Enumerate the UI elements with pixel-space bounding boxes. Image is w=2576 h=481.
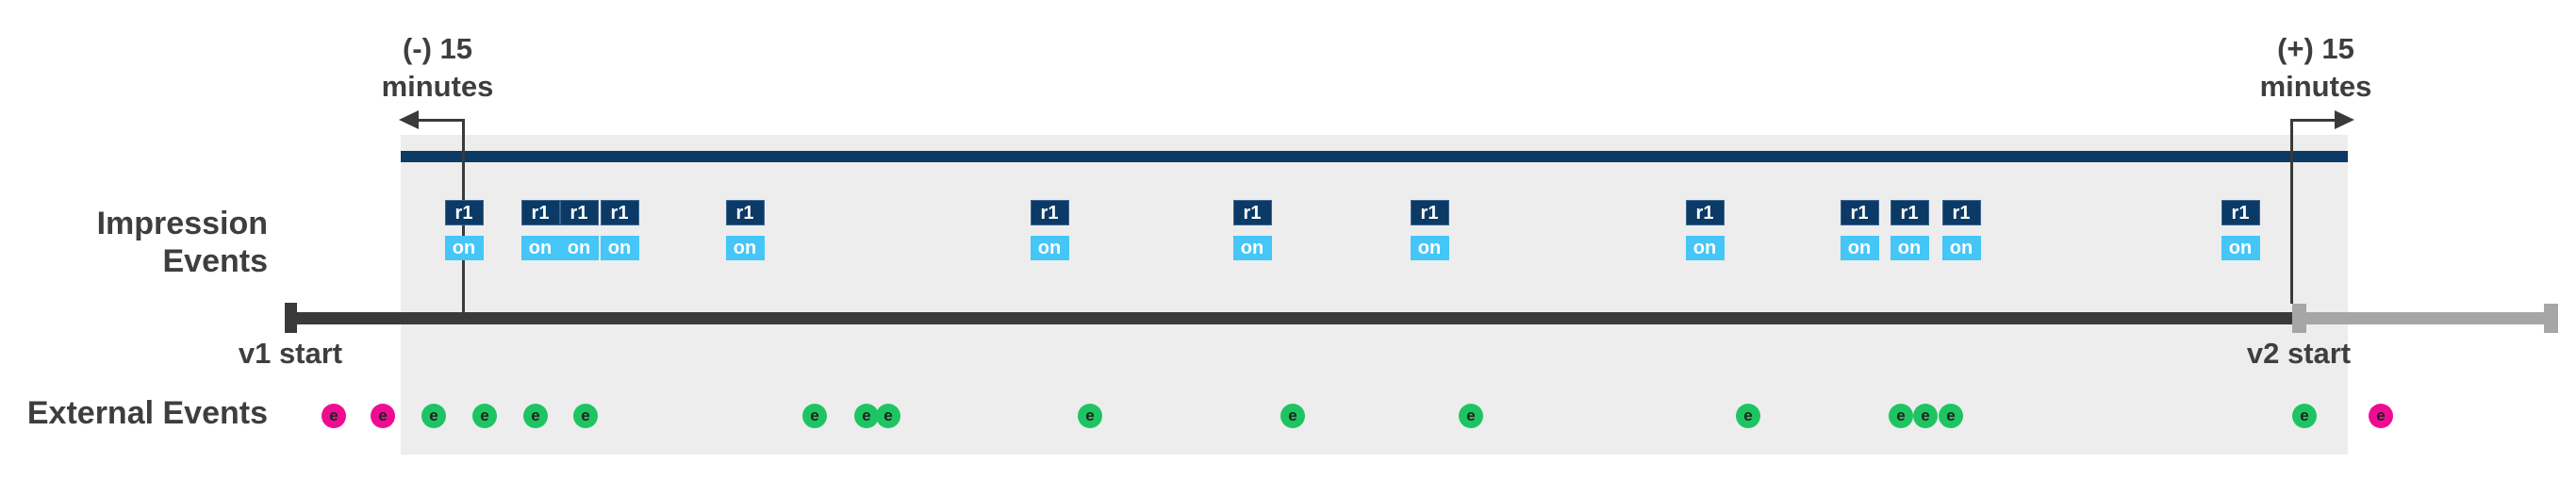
timeline-v2-end-cap <box>2544 304 2558 333</box>
impression-badge-r1: r1 <box>1941 200 1981 225</box>
external-event-dot-green: e <box>802 404 827 428</box>
impression-badge-r1: r1 <box>600 200 639 225</box>
minus-window-annotation: (-) 15 minutes <box>315 30 560 106</box>
impression-badge-r1: r1 <box>2221 200 2260 225</box>
impression-badge-on: on <box>2221 236 2260 260</box>
impression-badge-on: on <box>1030 236 1069 260</box>
external-event-dot-green: e <box>421 404 446 428</box>
impression-badge-r1: r1 <box>1030 200 1069 225</box>
plus-window-annotation: (+) 15 minutes <box>2193 30 2438 106</box>
external-event-dot-green: e <box>573 404 598 428</box>
impression-events-row-label: Impression Events <box>96 206 268 279</box>
plus-window-arrow-line <box>2291 119 2337 122</box>
minus-window-annotation-line2: minutes <box>381 70 494 103</box>
external-event-dot-green: e <box>1889 404 1913 428</box>
impression-badge-r1: r1 <box>1685 200 1725 225</box>
timeline-v1-segment <box>285 312 2294 324</box>
impression-badge-on: on <box>520 236 560 260</box>
v2-start-label: v2 start <box>2246 337 2352 370</box>
impression-badge-r1: r1 <box>725 200 765 225</box>
external-events-row-label: External Events <box>26 395 268 431</box>
external-event-dot-pink: e <box>2369 404 2393 428</box>
impression-badge-on: on <box>1840 236 1879 260</box>
impression-badge-r1: r1 <box>559 200 599 225</box>
impression-badge-r1: r1 <box>1410 200 1449 225</box>
impression-badge-r1: r1 <box>1840 200 1879 225</box>
analysis-window-box <box>401 135 2348 455</box>
plus-window-annotation-line1: (+) 15 <box>2277 32 2354 65</box>
plus-window-guide-line <box>2290 119 2293 304</box>
impression-badge-on: on <box>1941 236 1981 260</box>
external-event-dot-green: e <box>1280 404 1305 428</box>
external-event-dot-green: e <box>1913 404 1938 428</box>
impression-badge-on: on <box>600 236 639 260</box>
minus-window-arrow-line <box>407 119 464 122</box>
external-event-dot-green: e <box>1939 404 1963 428</box>
impression-badge-r1: r1 <box>1890 200 1929 225</box>
minus-window-annotation-line1: (-) 15 <box>402 32 473 65</box>
impression-badge-on: on <box>1232 236 1272 260</box>
impression-badge-on: on <box>1890 236 1929 260</box>
external-event-dot-green: e <box>1078 404 1102 428</box>
external-event-dot-green: e <box>523 404 548 428</box>
external-event-dot-green: e <box>472 404 497 428</box>
external-event-dot-green: e <box>1736 404 1760 428</box>
external-event-dot-green: e <box>1459 404 1483 428</box>
external-event-dot-green: e <box>2292 404 2317 428</box>
impression-badge-r1: r1 <box>444 200 484 225</box>
external-event-dot-green: e <box>876 404 900 428</box>
timeline-v1-start-cap <box>285 303 297 333</box>
impression-badge-r1: r1 <box>1232 200 1272 225</box>
timeline-v2-start-cap <box>2292 304 2306 333</box>
impression-badge-on: on <box>1685 236 1725 260</box>
impression-badge-on: on <box>725 236 765 260</box>
plus-window-annotation-line2: minutes <box>2259 70 2372 103</box>
right-arrow-icon <box>2335 110 2354 129</box>
impression-badge-r1: r1 <box>520 200 560 225</box>
external-event-dot-green: e <box>854 404 879 428</box>
impression-badge-on: on <box>444 236 484 260</box>
external-event-dot-pink: e <box>371 404 395 428</box>
external-event-dot-pink: e <box>322 404 346 428</box>
timeline-v2-segment <box>2294 312 2558 324</box>
impression-badge-on: on <box>1410 236 1449 260</box>
left-arrow-icon <box>399 110 419 129</box>
v1-start-label: v1 start <box>238 337 343 370</box>
impression-badge-on: on <box>559 236 599 260</box>
experiment-version-bar <box>401 151 2348 162</box>
